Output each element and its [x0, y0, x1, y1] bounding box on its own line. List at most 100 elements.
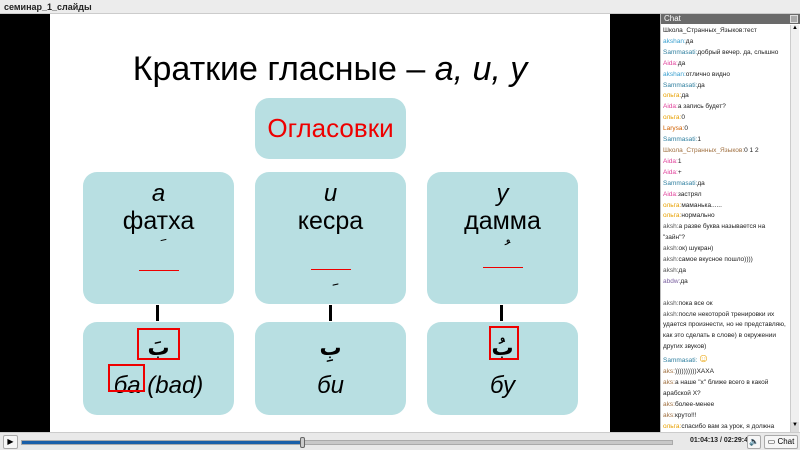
- chat-username[interactable]: Sammasati: [663, 48, 696, 56]
- chat-username[interactable]: Aida: [663, 157, 677, 165]
- speech-bubble-icon: ▭: [767, 437, 776, 446]
- title-text: Краткие гласные –: [132, 50, 435, 88]
- chat-username[interactable]: Aida: [663, 103, 677, 111]
- popout-icon[interactable]: [790, 15, 798, 23]
- chat-message: aksh:самое вкусное пошло)))): [663, 255, 789, 266]
- chat-username[interactable]: ольга: [663, 92, 680, 100]
- chat-message: aksh:а разве буква называется на "зайн"?: [663, 222, 789, 244]
- chat-text: да: [677, 59, 686, 67]
- chat-message: abdw:да: [663, 277, 789, 288]
- vowel-letter: а: [151, 180, 166, 207]
- arabic-letter: بَ: [147, 336, 170, 361]
- chat-username[interactable]: aks: [663, 378, 674, 386]
- vowel-box-a: а фатха َ: [83, 172, 234, 304]
- colon: :: [676, 157, 678, 165]
- colon: :: [679, 114, 682, 122]
- chat-scrollbar[interactable]: ▲▼: [790, 25, 799, 432]
- chat-username[interactable]: akshan: [663, 70, 684, 78]
- chat-title: Chat: [664, 14, 681, 23]
- chat-username[interactable]: akshan: [663, 37, 684, 45]
- colon: :: [695, 179, 698, 187]
- scroll-down-icon[interactable]: ▼: [791, 422, 799, 432]
- baseline: [139, 270, 179, 271]
- chat-username[interactable]: Aida: [663, 168, 677, 176]
- example-box-u: بُ бу: [427, 322, 578, 415]
- chat-message: Sammasati:☺: [663, 352, 789, 367]
- highlight-box: [489, 326, 519, 360]
- chat-username[interactable]: Sammasati: [663, 81, 696, 89]
- chat-message: Sammasati:да: [663, 179, 789, 190]
- chat-message: akshan:отлично видно: [663, 70, 789, 81]
- chat-button-label: Chat: [777, 437, 795, 446]
- chat-text: тест: [744, 27, 757, 34]
- seek-handle[interactable]: [299, 437, 305, 448]
- arabic-letter: بُ: [491, 336, 514, 361]
- highlight-box: [108, 364, 145, 392]
- syllable-text: ба: [113, 372, 141, 399]
- chat-username[interactable]: ольга: [663, 201, 680, 209]
- chat-username[interactable]: aks: [663, 368, 674, 376]
- chat-username[interactable]: ольга: [663, 114, 680, 122]
- chat-message: ольга:маманька......: [663, 201, 789, 212]
- syllable: ба (bad): [83, 372, 234, 400]
- title-vowels: а, и, у: [434, 50, 528, 88]
- chat-username[interactable]: Школа_Странных_Языков: [663, 27, 743, 34]
- chat-message: aks:а наше "х" ближе всего в какой арабс…: [663, 378, 789, 400]
- seek-bar[interactable]: [21, 437, 673, 448]
- chat-text: нормально: [681, 212, 715, 220]
- chat-username[interactable]: Aida: [663, 59, 677, 67]
- baseline: [311, 269, 351, 270]
- vowel-box-u: у дамма ُ: [427, 172, 578, 304]
- chat-username[interactable]: Sammasati: [663, 357, 696, 365]
- chat-toggle-button[interactable]: ▭ Chat: [764, 435, 798, 449]
- chat-message: Sammasati:да: [663, 81, 789, 92]
- chat-username[interactable]: Школа_Странных_Языков: [663, 146, 743, 154]
- chat-username[interactable]: aks: [663, 400, 674, 408]
- example-box-a: بَ ба (bad): [83, 322, 234, 415]
- colon: :: [676, 266, 679, 274]
- play-button[interactable]: ▶: [3, 435, 18, 449]
- chat-text: а запись будет?: [677, 103, 726, 111]
- vowel-letter: и: [323, 180, 338, 207]
- chat-username[interactable]: aks: [663, 411, 674, 419]
- colon: :: [673, 400, 675, 408]
- example-box-i: بِ би: [255, 322, 406, 415]
- chat-text: 1: [697, 136, 701, 144]
- vowel-letter: у: [496, 180, 509, 207]
- chat-username[interactable]: ольга: [663, 212, 680, 220]
- chat-username[interactable]: Aida: [663, 190, 677, 198]
- chat-username[interactable]: aksh: [663, 256, 677, 264]
- volume-button[interactable]: 🔈: [747, 435, 761, 449]
- chat-text: а разве буква называется на "зайн"?: [663, 223, 766, 242]
- chat-message: akshan:да: [663, 37, 789, 48]
- colon: :: [679, 422, 682, 430]
- chat-text: спасибо вам за урок, я должна идти, до с…: [681, 422, 775, 430]
- chat-text: более-менее: [674, 400, 715, 408]
- chat-username[interactable]: aksh: [663, 299, 677, 307]
- chat-text: да: [697, 81, 705, 89]
- current-time: 01:04:13: [690, 437, 719, 444]
- chat-username[interactable]: ольга: [663, 422, 680, 430]
- chat-username[interactable]: Sammasati: [663, 136, 696, 144]
- chat-username[interactable]: aksh: [663, 245, 677, 253]
- chat-message: Aida:застрял: [663, 190, 789, 201]
- chat-header: Chat: [661, 14, 800, 24]
- colon: :: [673, 368, 675, 376]
- player-controls: ▶ 01:04:13 / 02:29:44 🔈 ▭ Chat: [0, 432, 800, 450]
- colon: :: [678, 277, 681, 285]
- chat-message: [663, 288, 789, 299]
- chat-username[interactable]: aksh: [663, 266, 677, 274]
- chat-username[interactable]: Larysa: [663, 125, 683, 133]
- chat-username[interactable]: Sammasati: [663, 179, 696, 187]
- colon: :: [673, 378, 675, 386]
- colon: :: [676, 245, 679, 253]
- chat-text: пока все ок: [678, 299, 713, 307]
- chat-username[interactable]: aksh: [663, 223, 677, 231]
- chat-username[interactable]: aksh: [663, 310, 677, 318]
- chat-text: 0: [684, 125, 688, 133]
- chat-message: Aida:да: [663, 59, 789, 70]
- scroll-up-icon[interactable]: ▲: [792, 25, 798, 31]
- highlight-box: [137, 328, 180, 360]
- colon: :: [676, 310, 679, 318]
- chat-username[interactable]: abdw: [663, 277, 679, 285]
